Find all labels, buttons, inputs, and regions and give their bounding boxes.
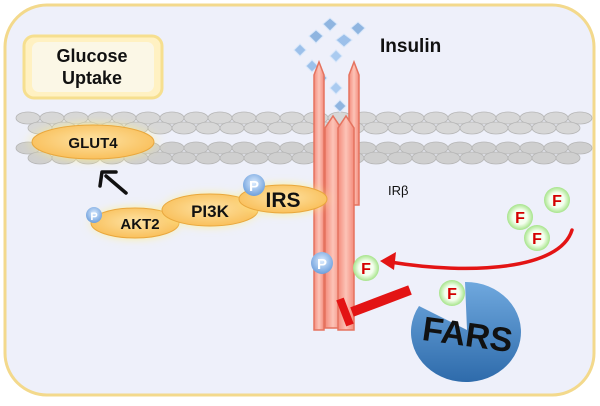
lipid-head <box>267 151 293 165</box>
glucose-uptake-box <box>22 34 164 100</box>
lipid-head <box>531 151 557 165</box>
phenylalanine-label: F <box>515 210 525 227</box>
lipid-head <box>171 151 197 165</box>
phosphate-label-irs: P <box>249 178 259 195</box>
lipid-head <box>507 121 533 135</box>
lipid-head <box>555 121 581 135</box>
lipid-head <box>411 121 437 135</box>
glucose-uptake-label-line2: Uptake <box>62 68 122 88</box>
lipid-head <box>291 151 317 165</box>
phosphate-on-akt2 <box>86 207 102 223</box>
phenylalanine-label: F <box>447 286 457 303</box>
phenylalanine-circle <box>353 255 379 281</box>
phenylalanine-circle <box>524 225 550 251</box>
phosphate-on-receptor <box>311 252 333 274</box>
lipid-head <box>291 121 317 135</box>
lipid-head <box>555 151 581 165</box>
lipid-head <box>195 151 221 165</box>
lipid-head <box>567 141 593 155</box>
lipid-head <box>435 121 461 135</box>
phenylalanine-circle <box>544 187 570 213</box>
activation-arrow-icon <box>98 170 128 195</box>
phosphate-on-irs <box>243 174 265 196</box>
irs-label: IRS <box>265 189 300 212</box>
phosphate-label-akt2: P <box>90 211 97 223</box>
lipid-head <box>567 111 593 125</box>
insulin-molecules <box>293 17 366 113</box>
lipid-head <box>387 121 413 135</box>
phenylalanine-circle <box>507 204 533 230</box>
lipid-head <box>267 121 293 135</box>
lipid-head <box>483 121 509 135</box>
lipid-head <box>363 151 389 165</box>
phenylalanine-circle <box>439 280 465 306</box>
fars-enzyme <box>410 281 521 382</box>
lipid-head <box>531 121 557 135</box>
phenylalanine-label: F <box>532 231 542 248</box>
akt2-label: AKT2 <box>120 216 159 233</box>
inhibition-bar-icon <box>336 285 412 327</box>
lipid-head <box>363 121 389 135</box>
lipid-head <box>195 121 221 135</box>
ir-beta-label: IRβ <box>388 183 408 198</box>
lipid-head <box>219 121 245 135</box>
transfer-arrow-icon <box>380 228 574 271</box>
lipid-head <box>507 151 533 165</box>
lipid-head <box>459 151 485 165</box>
lipid-head <box>411 151 437 165</box>
lipid-head <box>171 121 197 135</box>
phenylalanine-label: F <box>552 193 562 210</box>
lipid-head <box>387 151 413 165</box>
glucose-uptake-label-line1: Glucose <box>56 46 127 66</box>
lipid-head <box>219 151 245 165</box>
phosphate-label-receptor: P <box>317 256 327 273</box>
lipid-head <box>459 121 485 135</box>
lipid-head <box>243 151 269 165</box>
phenylalanine-label: F <box>361 261 371 278</box>
pi3k-label: PI3K <box>191 202 230 221</box>
lipid-head <box>483 151 509 165</box>
glut4-label: GLUT4 <box>68 135 118 152</box>
lipid-head <box>435 151 461 165</box>
glut4-protein <box>23 120 163 164</box>
lipid-head <box>243 121 269 135</box>
insulin-label: Insulin <box>380 36 441 57</box>
